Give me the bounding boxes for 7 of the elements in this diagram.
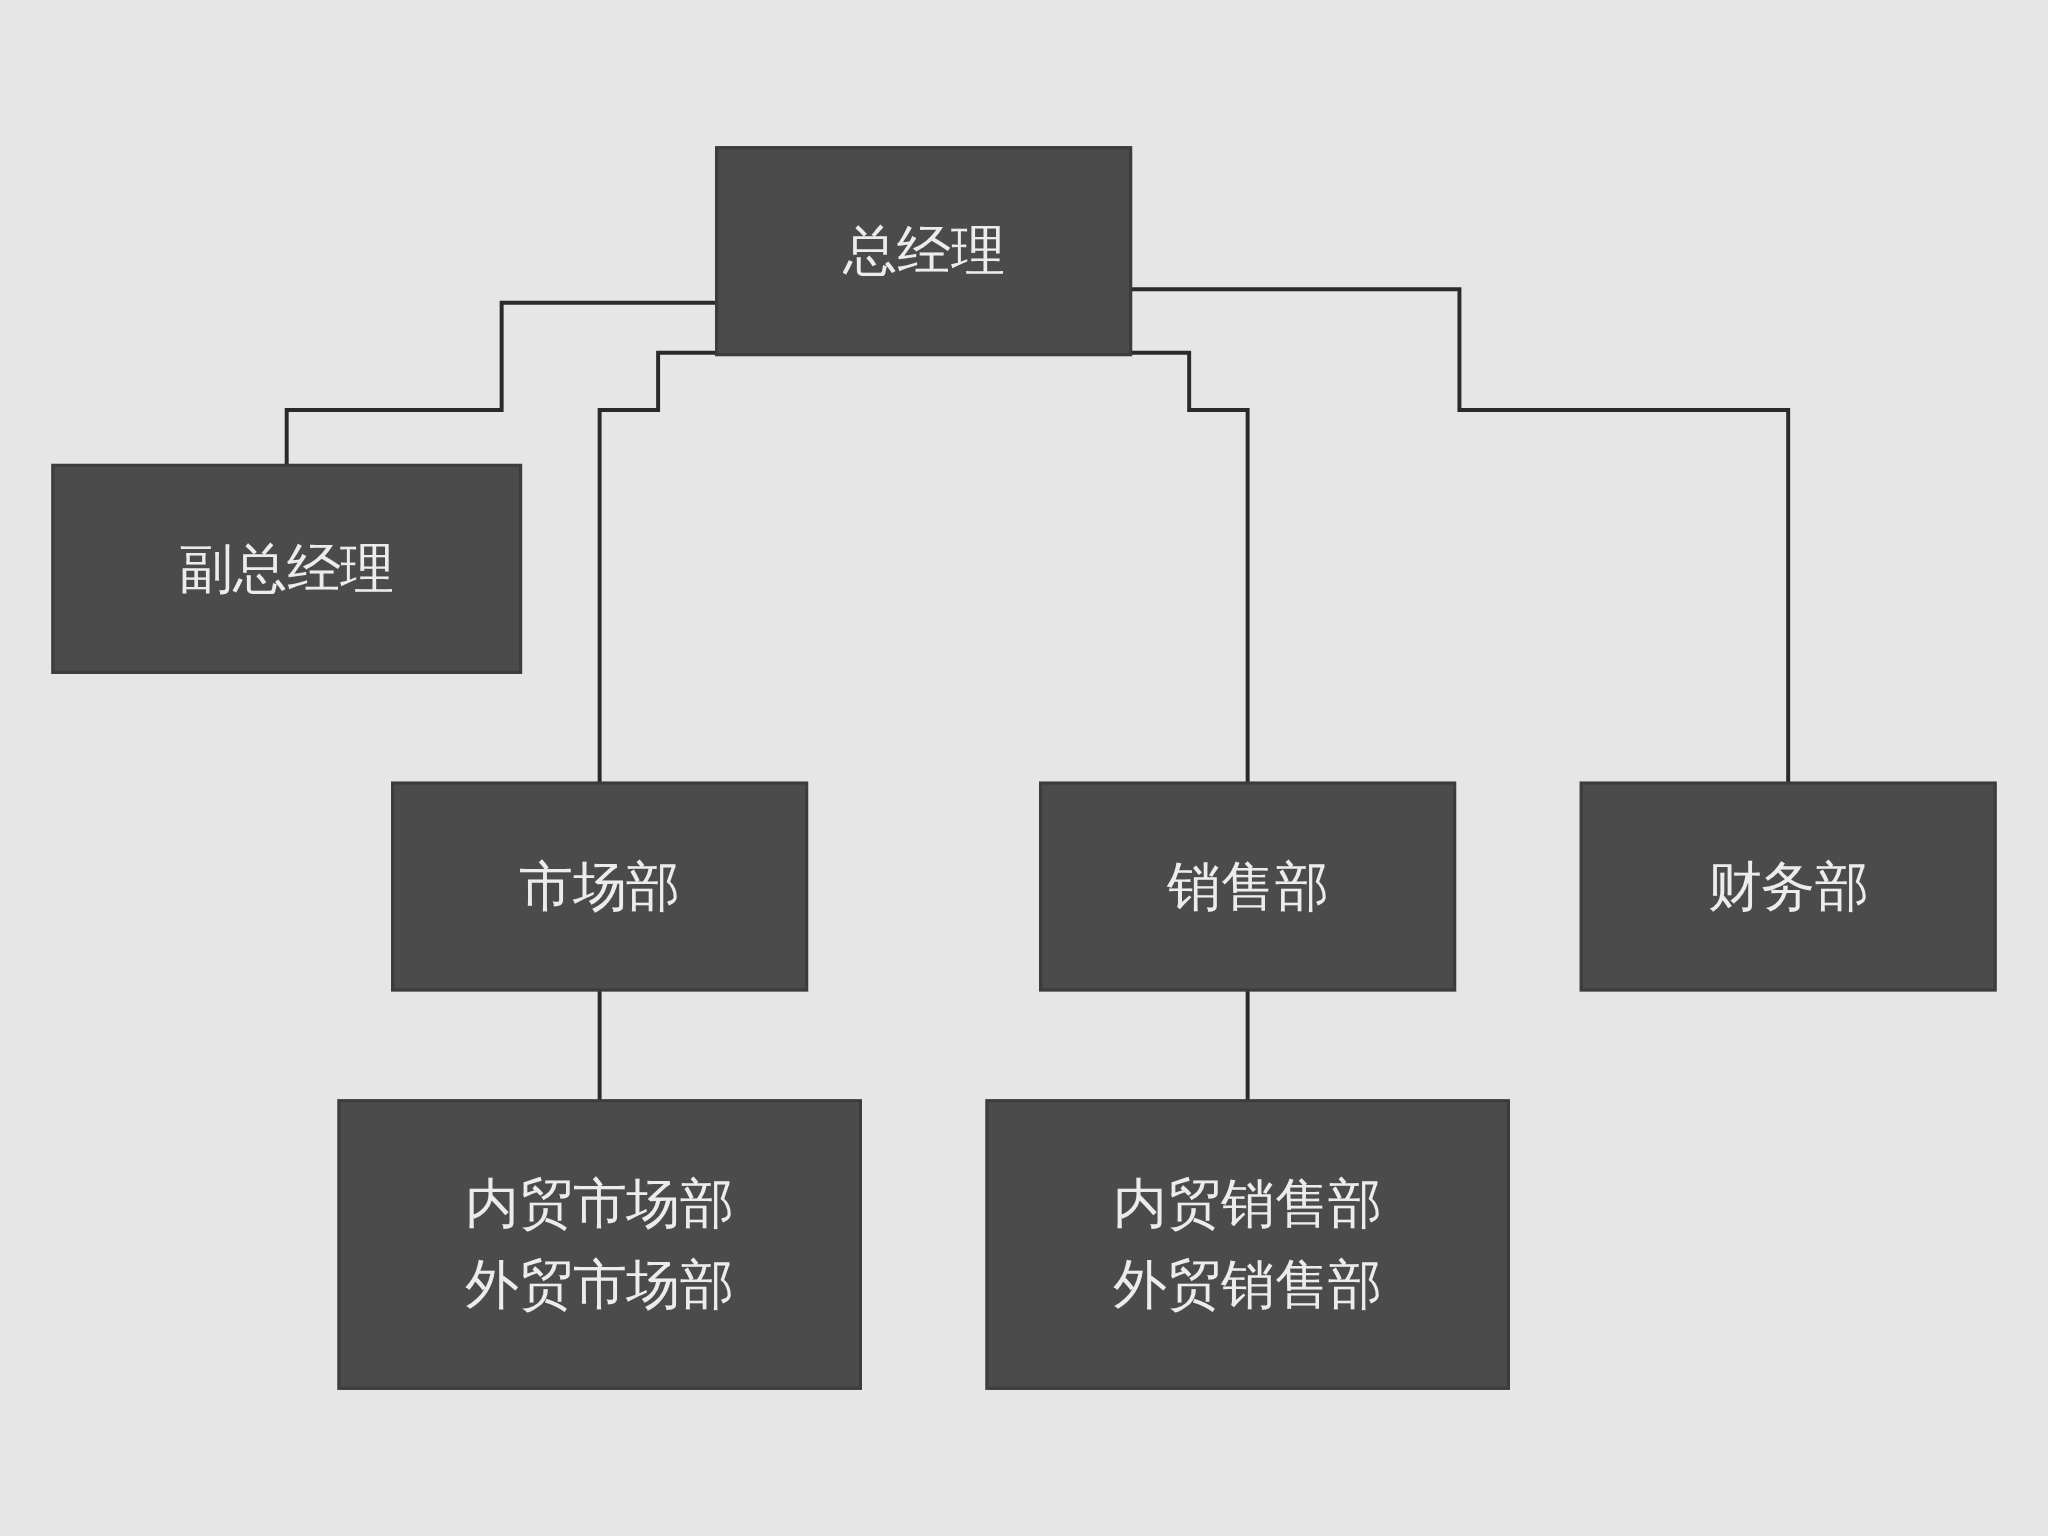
node-box: 副总经理: [51, 463, 523, 674]
node-box: 内贸市场部 外贸市场部: [337, 1099, 862, 1390]
node-box: 总经理: [715, 146, 1133, 357]
node-box: 内贸销售部 外贸销售部: [985, 1099, 1510, 1390]
node-box: 销售部: [1039, 781, 1457, 992]
node-box: 财务部: [1579, 781, 1997, 992]
node-box: 市场部: [391, 781, 809, 992]
